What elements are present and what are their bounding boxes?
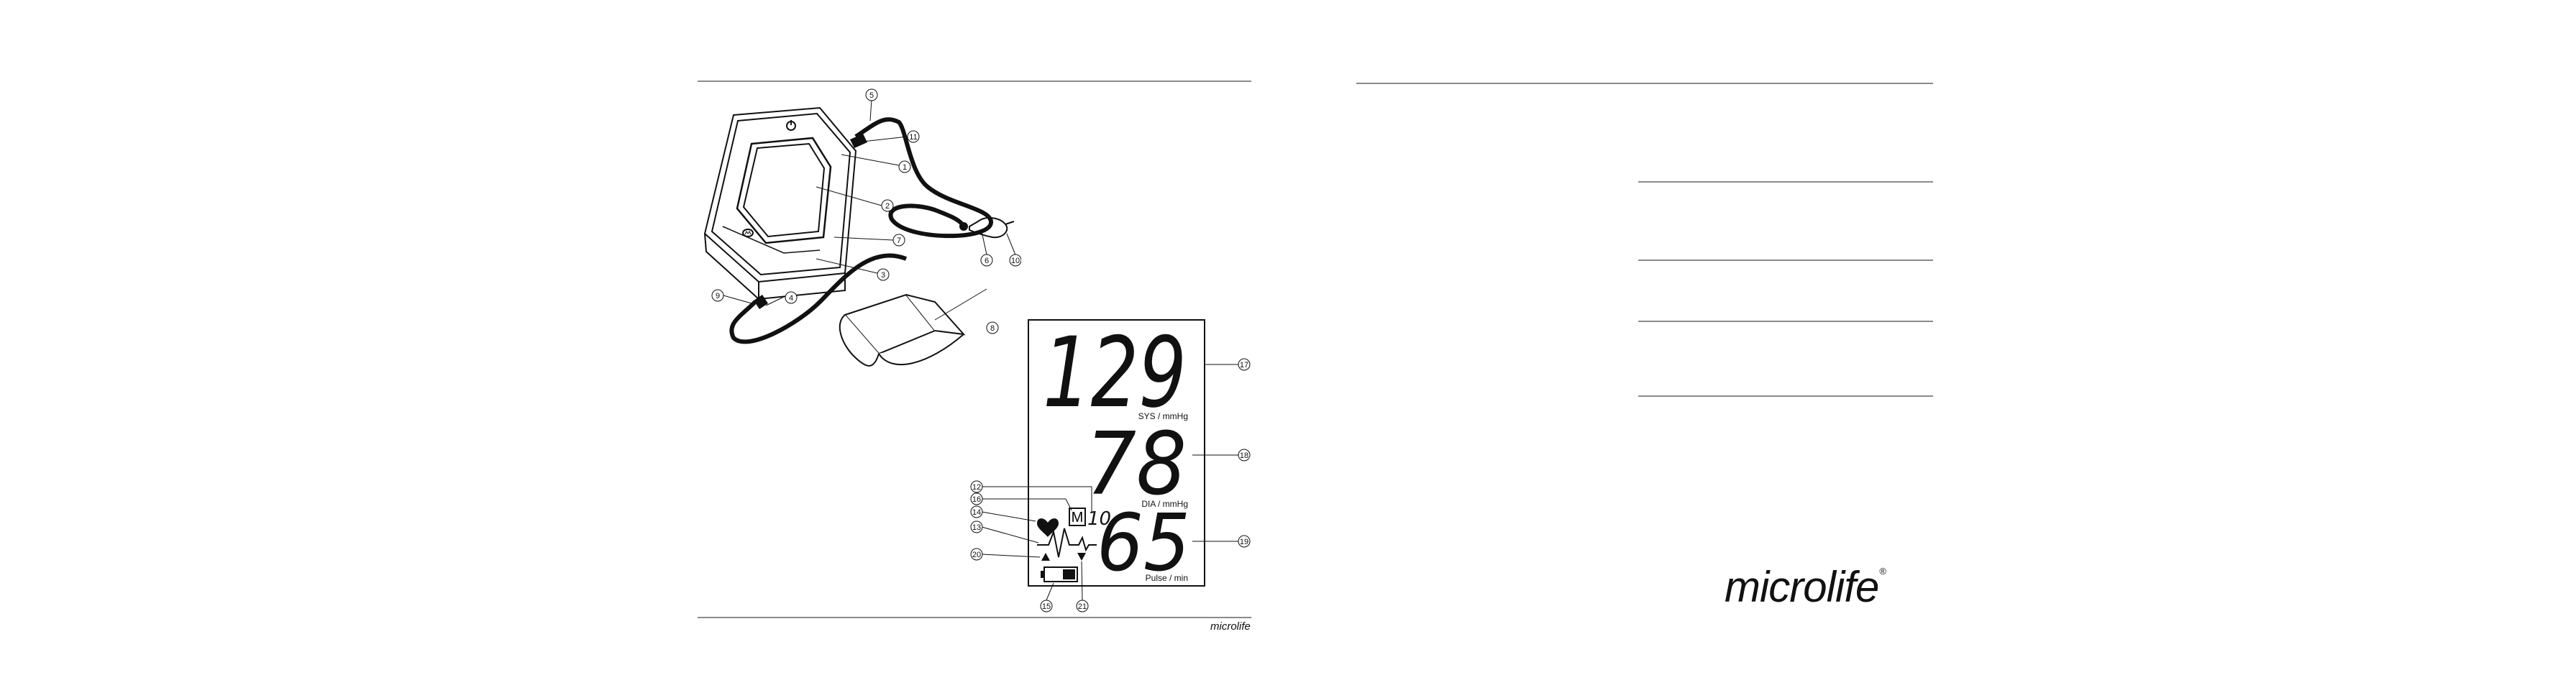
down-triangle-icon [1077, 553, 1086, 561]
bulb-connector [850, 134, 867, 148]
brand-logo-text: microlife [1725, 563, 1879, 611]
heart-icon [1037, 518, 1059, 537]
right-page-rule-2 [1638, 260, 1933, 261]
device-callouts: 5 11 1 2 7 3 4 9 6 10 8 [711, 88, 1021, 334]
bulb-tube [854, 117, 993, 239]
pulse-unit: Pulse / min [1146, 573, 1188, 583]
inflation-bulb [959, 217, 1015, 239]
callout-4: 4 [789, 294, 793, 303]
lcd-display-diagram: 129 SYS / mmHg 78 DIA / mmHg 65 Pulse / … [970, 316, 1251, 612]
callout-2: 2 [885, 202, 890, 211]
callout-10: 10 [1011, 257, 1020, 265]
right-page-rule-1 [1638, 181, 1933, 183]
left-page-bottom-rule [698, 617, 1251, 618]
diastolic-value: 78 [1086, 415, 1187, 515]
callout-3: 3 [881, 271, 885, 280]
callout-12: 12 [972, 483, 981, 492]
device-illustration [703, 106, 1015, 367]
footer-brand: microlife [1210, 620, 1251, 633]
callout-1: 1 [903, 163, 907, 172]
left-page-top-rule [698, 81, 1251, 82]
systolic-value: 129 [1043, 316, 1187, 429]
callout-17: 17 [1240, 361, 1248, 370]
diastolic-unit: DIA / mmHg [1141, 499, 1188, 509]
trademark-symbol: ® [1879, 566, 1886, 577]
callout-14: 14 [972, 508, 981, 517]
callout-21: 21 [1078, 602, 1087, 611]
adapter-plug [754, 295, 768, 309]
callout-19: 19 [1240, 538, 1248, 546]
cuff-tube [729, 253, 908, 344]
callout-11: 11 [909, 133, 917, 142]
right-page-top-rule [1356, 83, 1933, 84]
callout-6: 6 [985, 257, 989, 265]
memory-number: 10 [1087, 508, 1111, 530]
callout-20: 20 [972, 551, 981, 559]
callout-18: 18 [1240, 451, 1248, 460]
callout-9: 9 [716, 292, 720, 300]
lcd-frame [1028, 319, 1205, 587]
memory-symbol: M [1072, 510, 1084, 526]
right-page-rule-3 [1638, 321, 1933, 322]
callout-8: 8 [990, 324, 995, 333]
pulse-value: 65 [1097, 497, 1190, 589]
memory-box [1069, 508, 1086, 526]
heartbeat-wave-icon [1037, 528, 1079, 558]
callout-5: 5 [869, 91, 874, 100]
arrhythmia-wave-icon [1073, 536, 1097, 552]
right-page-rule-4 [1638, 395, 1933, 397]
callout-15: 15 [1042, 602, 1051, 611]
callout-13: 13 [972, 523, 981, 532]
arm-cuff [839, 293, 966, 367]
battery-icon [1041, 566, 1078, 582]
microlife-logo: microlife® [1725, 562, 1886, 612]
systolic-unit: SYS / mmHg [1138, 411, 1188, 421]
up-triangle-icon [1041, 553, 1050, 561]
callout-16: 16 [972, 495, 981, 504]
callout-7: 7 [897, 237, 901, 245]
